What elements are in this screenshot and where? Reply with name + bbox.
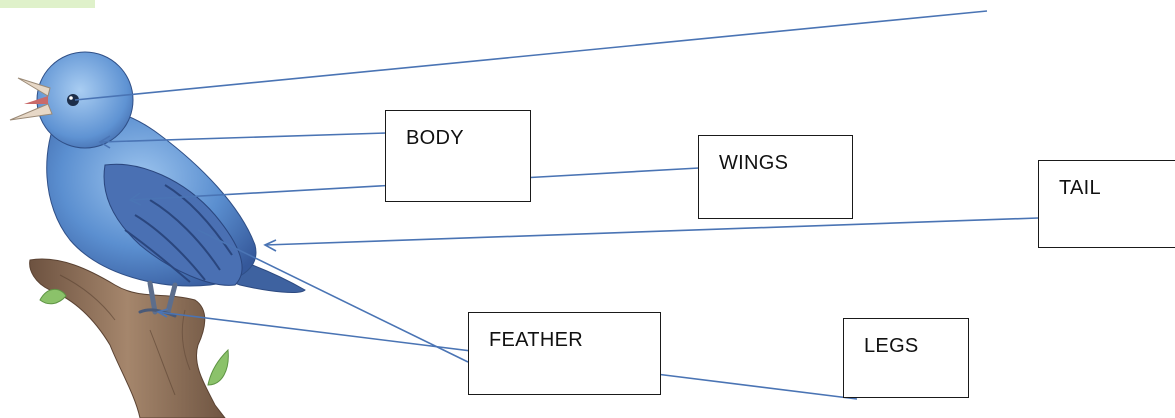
leader-line-feather — [197, 229, 469, 363]
arrow-head-tail — [263, 239, 277, 252]
arrowheads — [98, 135, 277, 318]
leader-line-body — [99, 132, 387, 143]
label-tail: TAIL — [1059, 177, 1101, 199]
label-legs: LEGS — [864, 335, 919, 357]
label-box-body: BODY — [385, 110, 531, 202]
label-box-tail: TAIL — [1038, 160, 1175, 248]
arrow-head-wings — [128, 192, 142, 206]
bird-beak — [9, 77, 53, 121]
bird-legs — [138, 280, 178, 318]
label-wings: WINGS — [719, 152, 789, 174]
corner-mark — [0, 0, 95, 8]
branch — [29, 258, 226, 418]
arrow-head-legs — [155, 308, 169, 318]
leaves — [39, 288, 229, 386]
label-body: BODY — [406, 127, 464, 149]
label-box-legs: LEGS — [843, 318, 969, 398]
bird-eye — [67, 94, 79, 106]
arrow-head-body — [98, 135, 111, 149]
bird-head — [36, 51, 134, 149]
label-box-feather: FEATHER — [468, 312, 661, 395]
leader-line-tail — [264, 217, 1039, 246]
label-feather: FEATHER — [489, 329, 583, 351]
label-box-wings: WINGS — [698, 135, 853, 219]
leader-line-head — [74, 10, 988, 101]
